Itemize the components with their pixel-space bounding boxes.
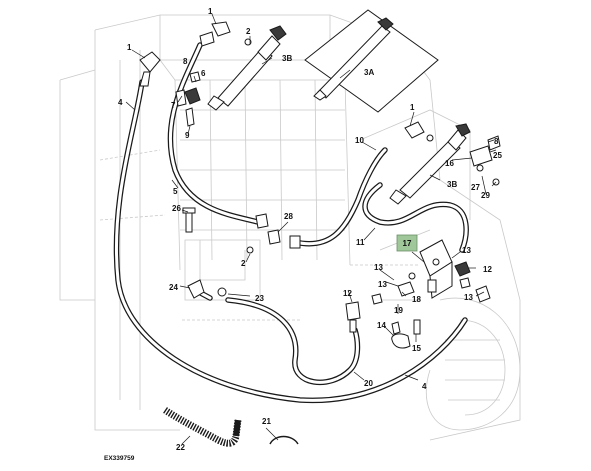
callout-8: 8 <box>183 57 188 66</box>
callout-23: 23 <box>255 294 264 303</box>
leader-lines <box>125 13 497 445</box>
callout-17-label: 17 <box>403 239 412 248</box>
callout-22: 22 <box>176 443 185 452</box>
callout-1: 1 <box>127 43 132 52</box>
cylinder-3b-upper <box>207 25 287 111</box>
callout-27: 27 <box>471 183 480 192</box>
hoses <box>113 42 469 404</box>
callout-4: 4 <box>422 382 427 391</box>
callout-3b: 3B <box>447 180 457 189</box>
callout-24: 24 <box>169 283 178 292</box>
protective-sleeve-22 <box>163 407 242 447</box>
callout-26: 26 <box>172 204 181 213</box>
callout-10: 10 <box>355 136 364 145</box>
highlighted-callout-17: 17 <box>396 234 418 252</box>
callout-1: 1 <box>410 103 415 112</box>
inset-cylinder-3a <box>304 9 439 113</box>
callout-18: 18 <box>412 295 421 304</box>
callout-25: 25 <box>493 151 502 160</box>
snap-ring-21 <box>269 435 299 445</box>
fittings <box>139 21 501 349</box>
figure-id: EX339759 <box>104 455 135 462</box>
callout-labels: 1 1 1 2 2 3A 3B 3B 4 4 5 6 7 8 8 9 10 11… <box>118 7 502 452</box>
machine-background-sketch <box>59 14 521 441</box>
callout-11: 11 <box>356 238 365 247</box>
callout-7: 7 <box>171 101 176 110</box>
callout-1: 1 <box>208 7 213 16</box>
callout-12: 12 <box>343 289 352 298</box>
cylinder-3b-lower <box>389 123 471 205</box>
callout-3a: 3A <box>364 68 374 77</box>
callout-13: 13 <box>374 263 383 272</box>
callout-14: 14 <box>377 321 386 330</box>
callout-28: 28 <box>284 212 293 221</box>
callout-12: 12 <box>483 265 492 274</box>
callout-15: 15 <box>412 344 421 353</box>
callout-16: 16 <box>445 159 454 168</box>
callout-6: 6 <box>201 69 206 78</box>
callout-21: 21 <box>262 417 271 426</box>
callout-8: 8 <box>494 137 499 146</box>
callout-29: 29 <box>481 191 490 200</box>
callout-4: 4 <box>118 98 123 107</box>
callout-9: 9 <box>185 131 190 140</box>
callout-2: 2 <box>246 27 251 36</box>
callout-13: 13 <box>462 246 471 255</box>
callout-13: 13 <box>464 293 473 302</box>
callout-13: 13 <box>378 280 387 289</box>
callout-2: 2 <box>241 259 246 268</box>
callout-3b: 3B <box>282 54 292 63</box>
callout-20: 20 <box>364 379 373 388</box>
callout-19: 19 <box>394 306 403 315</box>
callout-5: 5 <box>173 187 178 196</box>
